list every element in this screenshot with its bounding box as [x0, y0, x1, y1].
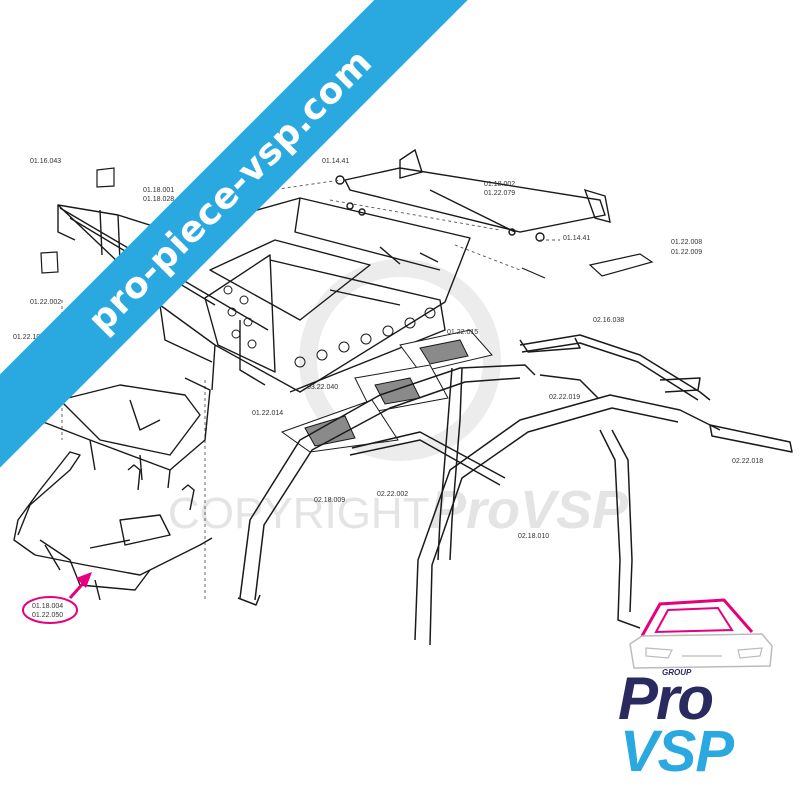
label-02-16-038: 02.16.038 [593, 317, 624, 324]
label-01-18-002: 01.18.002 [484, 181, 515, 188]
highlight-arrow [68, 572, 92, 600]
label-01-18-028: 01.18.028 [143, 196, 174, 203]
label-01-22-104: 01.22.104 [13, 334, 44, 341]
label-01-22-079: 01.22.079 [484, 190, 515, 197]
roll-cage [237, 334, 793, 646]
label-01-22-050: 01.22.050 [32, 612, 63, 619]
label-01-18-004: 01.18.004 [32, 603, 63, 610]
lower-frame [13, 451, 213, 601]
label-01-16-043: 01.16.043 [30, 158, 61, 165]
logo-pro-text: Pro [618, 665, 714, 732]
label-01-18-001: 01.18.001 [143, 187, 174, 194]
provsp-logo: GROUP Pro VSP [612, 586, 782, 786]
highlight-circle [22, 596, 78, 624]
frame-holes [223, 285, 436, 368]
label-01-22-015: 01.22.015 [447, 329, 478, 336]
label-01-14-41-a: 01.14.41 [322, 158, 349, 165]
label-01-22-014: 01.22.014 [252, 410, 283, 417]
label-01-14-41-b: 01.14.41 [563, 235, 590, 242]
floor-panels [280, 329, 493, 453]
watermark: COPYRIGHT ProVSP [168, 259, 629, 540]
watermark-brand: ProVSP [430, 480, 629, 540]
part-labels: 01.16.043 01.18.001 01.18.028 01.14.41 0… [13, 158, 763, 619]
label-02-22-002: 02.22.002 [377, 491, 408, 498]
bracket-plates [40, 167, 654, 279]
label-02-18-010: 02.18.010 [518, 533, 549, 540]
logo-group-text: GROUP [662, 668, 692, 677]
watermark-copyright: COPYRIGHT [168, 489, 430, 538]
car-outline-icon [629, 598, 773, 669]
rear-crossbar [231, 148, 611, 242]
label-02-22-018: 02.22.018 [732, 458, 763, 465]
label-01-22-002: 01.22.002 [30, 299, 61, 306]
label-01-22-008: 01.22.008 [671, 239, 702, 246]
label-03-22-040: 03.22.040 [307, 384, 338, 391]
label-01-22-009: 01.22.009 [671, 249, 702, 256]
label-02-22-019: 02.22.019 [549, 394, 580, 401]
logo-vsp-text: VSP [620, 719, 734, 784]
label-02-18-009: 02.18.009 [314, 497, 345, 504]
